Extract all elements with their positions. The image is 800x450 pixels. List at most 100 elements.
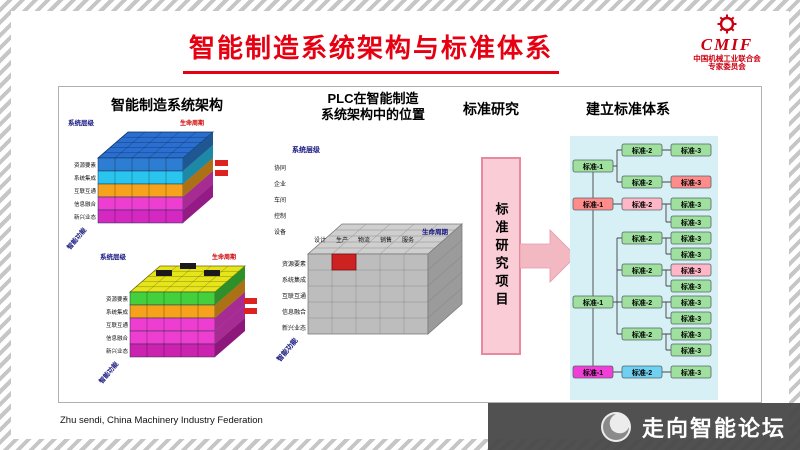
function-label: 资源要素 <box>282 260 306 268</box>
standard-node-label: 标准-3 <box>680 266 701 275</box>
standard-node-label: 标准-1 <box>582 368 603 377</box>
standard-node <box>670 143 712 157</box>
plc-section-title: PLC在智能制造 系统架构中的位置 <box>288 91 458 124</box>
level-label: 设备 <box>274 228 286 236</box>
build-section-title: 建立标准体系 <box>586 101 670 117</box>
cube3-front-face <box>307 253 429 335</box>
standard-node <box>621 327 663 341</box>
standard-node <box>621 143 663 157</box>
cmif-logo: CMIF 中国机械工业联合会 专家委员会 <box>669 13 785 72</box>
cube1-front-face <box>97 157 184 224</box>
function-label: 系统集成 <box>106 308 129 316</box>
standard-node <box>670 295 712 309</box>
forum-banner-text: 走向智能论坛 <box>641 415 786 441</box>
tree-connectors <box>592 149 671 373</box>
plc-position-cube: 系统层级 协同 企业 车间 控制 设备 设计 生产 物流 销售 服务 生命周期 … <box>274 145 464 363</box>
standard-node-label: 标准-2 <box>631 178 652 187</box>
research-project-box: 标准研究项目 <box>481 157 521 355</box>
lifecycle-axis-label: 生命周期 <box>180 119 204 127</box>
right-arrow-icon <box>520 229 576 283</box>
function-label: 新兴业态 <box>282 324 306 332</box>
cube2-right-face <box>215 266 245 357</box>
function-axis-label: 智能功能 <box>65 225 89 251</box>
phase-label: 物流 <box>358 236 370 244</box>
phase-label: 生产 <box>336 236 348 244</box>
standard-node-label: 标准-1 <box>582 200 603 209</box>
footer-banner: 走向智能论坛 <box>488 403 800 450</box>
system-axis-label: 系统层级 <box>292 145 321 154</box>
standard-node <box>670 343 712 357</box>
standard-node <box>670 197 712 211</box>
standards-tree-panel: 标准-2 标准-3 标准-1 标准-2 标准-3 标准-1 标准-2 标准-3 … <box>570 136 718 400</box>
standard-node-label: 标准-3 <box>680 314 701 323</box>
function-axis-label: 智能功能 <box>275 336 300 363</box>
architecture-cube-bottom: 系统层级 生命周期 资源要素 系统集成 互联互通 信息融合 新兴业态 智能功能 <box>97 252 257 385</box>
function-label: 资源要素 <box>106 295 129 303</box>
callout-tag <box>215 170 228 176</box>
standard-node <box>572 159 614 173</box>
standard-node <box>670 231 712 245</box>
standard-node <box>572 295 614 309</box>
plc-section-title-line2: 系统架构中的位置 <box>320 107 425 123</box>
level-label: 控制 <box>274 212 286 220</box>
function-label: 信息融合 <box>282 308 306 316</box>
gear-icon <box>717 14 737 34</box>
standard-node-label: 标准-3 <box>680 218 701 227</box>
cmif-org-name: 中国机械工业联合会 <box>693 53 761 63</box>
arch-section-title: 智能制造系统架构 <box>111 97 223 113</box>
function-label: 系统集成 <box>282 276 306 284</box>
standard-node-label: 标准-2 <box>631 146 652 155</box>
function-label: 信息融合 <box>74 200 97 208</box>
standard-node-label: 标准-3 <box>680 346 701 355</box>
level-label: 企业 <box>274 180 286 188</box>
function-axis-label: 智能功能 <box>97 359 121 385</box>
standard-node <box>621 231 663 245</box>
title-wrap: 智能制造系统架构与标准体系 <box>51 28 691 74</box>
standard-node-label: 标准-3 <box>680 330 701 339</box>
function-label: 系统集成 <box>74 174 97 182</box>
standard-node <box>670 327 712 341</box>
standard-node <box>670 215 712 229</box>
standard-node-label: 标准-3 <box>680 250 701 259</box>
standard-node <box>621 197 663 211</box>
function-label: 信息融合 <box>106 334 129 342</box>
standard-node <box>621 175 663 189</box>
standard-node <box>621 295 663 309</box>
standard-node-label: 标准-2 <box>631 266 652 275</box>
standard-node-label: 标准-2 <box>631 234 652 243</box>
standard-node-label: 标准-2 <box>631 368 652 377</box>
level-label: 协同 <box>274 164 286 172</box>
cube2-front-face <box>129 291 216 358</box>
slide-page: 智能制造系统架构与标准体系 CMIF 中国机械工业联合会 专家委员会 智能制造系… <box>11 11 789 439</box>
lifecycle-axis-label: 生命周期 <box>422 227 449 236</box>
cube3-right-face <box>427 223 463 335</box>
callout-tag <box>244 298 257 304</box>
phase-label: 设计 <box>314 236 326 244</box>
standard-node <box>572 197 614 211</box>
function-label: 新兴业态 <box>74 213 97 221</box>
architecture-cube-top: 系统层级 生命周期 资源要素 系统集成 互联互通 信息融合 新兴业态 智能功能 <box>65 118 228 251</box>
function-label: 互联互通 <box>282 292 306 300</box>
callout-tag <box>215 160 228 166</box>
callout-tag <box>204 270 220 276</box>
standard-node-label: 标准-3 <box>680 146 701 155</box>
standard-node-label: 标准-2 <box>631 200 652 209</box>
standard-node <box>670 311 712 325</box>
standard-node-label: 标准-2 <box>631 298 652 307</box>
standard-node-label: 标准-3 <box>680 200 701 209</box>
standard-node-label: 标准-1 <box>582 298 603 307</box>
phase-label: 销售 <box>380 236 392 244</box>
credit-text: Zhu sendi, China Machinery Industry Fede… <box>60 415 263 426</box>
plc-section-title-line1: PLC在智能制造 <box>327 91 419 106</box>
standard-node-label: 标准-3 <box>680 234 701 243</box>
plc-highlight-cell <box>331 253 357 271</box>
standard-node <box>572 365 614 379</box>
standard-node <box>621 263 663 277</box>
function-label: 新兴业态 <box>106 347 129 355</box>
standard-node <box>670 175 712 189</box>
standard-node-label: 标准-1 <box>582 162 603 171</box>
research-project-label: 标准研究项目 <box>493 202 509 310</box>
standard-node <box>670 263 712 277</box>
phase-label: 服务 <box>402 236 414 244</box>
standard-node-label: 标准-3 <box>680 298 701 307</box>
